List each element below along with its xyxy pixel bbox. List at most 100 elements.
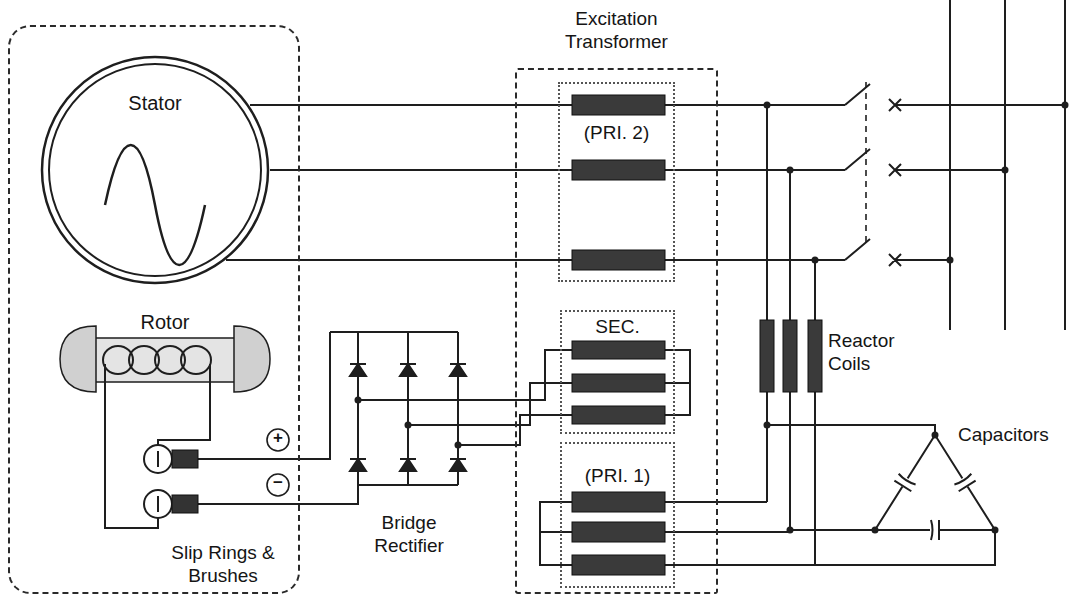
transformer-winding — [572, 374, 665, 392]
reactor-coil — [760, 320, 774, 392]
wire — [875, 435, 995, 530]
primary-winding: (PRI. 2) — [558, 82, 675, 282]
stator-lead — [270, 169, 558, 171]
node-label: (PRI. 1) — [564, 465, 671, 488]
transformer-winding — [572, 95, 665, 575]
diode-symbol — [400, 458, 416, 460]
wire — [105, 0, 1065, 565]
brush — [172, 495, 198, 513]
field-winding — [181, 346, 211, 374]
rotor-end-cap — [60, 326, 96, 392]
polarity-circle — [267, 429, 289, 496]
node-label: Excitation Transformer — [529, 8, 704, 54]
polarity-sign: − — [266, 473, 290, 493]
diode-symbol — [400, 364, 416, 376]
capacitor-symbol — [894, 473, 976, 540]
sine-wave — [105, 145, 205, 265]
diode-symbol — [350, 458, 366, 460]
stator-circle: Stator — [40, 55, 270, 285]
transformer-winding — [572, 160, 665, 180]
capacitor-symbol — [894, 473, 916, 492]
junction-dot — [405, 422, 412, 429]
field-winding — [103, 346, 133, 374]
wire — [665, 350, 690, 415]
slip-ring — [144, 445, 172, 518]
capacitor-symbol — [930, 520, 940, 540]
slip-ring — [157, 451, 159, 512]
junction-dot — [787, 167, 794, 174]
circuit-breaker — [889, 99, 901, 266]
generator-housing: StatorRotorSlip Rings & Brushes — [8, 25, 300, 594]
diode-symbol — [400, 363, 416, 365]
transformer-winding — [572, 95, 665, 115]
diode-symbol — [400, 459, 416, 471]
junction-dot — [992, 527, 999, 534]
diode-symbol — [350, 363, 366, 365]
junction-dot — [932, 432, 939, 439]
stator-circle-outline — [40, 55, 270, 285]
node-label: Rotor — [120, 310, 210, 334]
capacitor-symbol — [931, 520, 939, 540]
wire — [950, 0, 1065, 330]
primary-winding: (PRI. 1) — [560, 442, 675, 588]
diode-symbol — [350, 364, 366, 376]
capacitor-symbol — [894, 474, 915, 491]
transformer-winding — [572, 250, 665, 270]
diode-symbol — [350, 459, 366, 471]
rotor-end-cap — [234, 326, 270, 392]
junction-dot — [1062, 102, 1069, 109]
junction-dot — [764, 422, 771, 429]
field-winding — [129, 346, 159, 374]
circuit-breaker — [845, 82, 901, 266]
transformer-winding — [572, 406, 665, 424]
component-label: Capacitors — [958, 424, 1066, 447]
excitation-transformer: (PRI. 2)SEC.(PRI. 1)Excitation Transform… — [515, 68, 718, 594]
transformer-winding — [572, 341, 665, 359]
secondary-winding: SEC. — [560, 310, 675, 434]
field-winding — [155, 346, 185, 374]
component-label: Reactor Coils — [828, 330, 928, 376]
rotor-body: Rotor — [60, 312, 270, 394]
capacitor-symbol — [954, 473, 976, 492]
brush — [172, 450, 198, 513]
junction-dot — [812, 257, 819, 264]
junction-dot — [1002, 167, 1009, 174]
junction-dot — [872, 527, 879, 534]
stator-ring — [42, 57, 268, 283]
junction-dot — [355, 397, 362, 404]
stator-ring — [49, 64, 261, 276]
junction-dot — [455, 442, 462, 449]
rotor-shaft — [88, 338, 242, 382]
node-label: Slip Rings & Brushes — [148, 542, 298, 588]
diode-symbol — [450, 364, 466, 376]
transformer-winding — [572, 492, 665, 512]
wire — [665, 502, 815, 565]
circuit-breaker — [865, 82, 867, 246]
junction-dot — [947, 257, 954, 264]
wire — [105, 394, 210, 528]
junction-dot — [355, 102, 1069, 534]
wire — [198, 332, 358, 504]
capacitor-symbol — [954, 474, 975, 491]
diode-symbol — [450, 458, 466, 460]
reactor-coil — [760, 320, 822, 392]
diode-symbol — [450, 459, 466, 471]
diode-symbol — [450, 363, 466, 365]
junction-dot — [764, 102, 771, 109]
wire — [358, 350, 572, 445]
wire — [767, 425, 995, 565]
transformer-winding — [572, 555, 665, 575]
node-label: (PRI. 2) — [562, 122, 671, 145]
wire — [540, 502, 572, 565]
transformer-winding — [572, 522, 665, 542]
junction-dot — [787, 527, 794, 534]
component-label: Bridge Rectifier — [348, 512, 470, 558]
winding-lead — [105, 364, 210, 394]
reactor-coil — [783, 320, 797, 392]
rotor-body-outline — [60, 312, 270, 394]
polarity-circle — [267, 474, 289, 496]
